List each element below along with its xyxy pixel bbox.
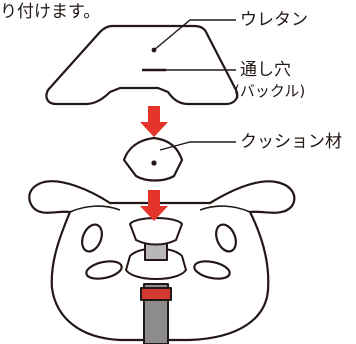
- cushion-material-dot: [151, 160, 157, 166]
- leader-urethane: [153, 19, 236, 51]
- leader-cushion-material: [159, 141, 236, 151]
- left-slot-lower: [85, 260, 123, 280]
- label-through-hole: 通し穴: [240, 60, 291, 80]
- seat-inner-ridge: [69, 205, 251, 213]
- label-cushion-material: クッション材: [240, 132, 342, 152]
- label-through-hole-sub: (バックル): [234, 82, 306, 100]
- arrow-down-upper: [140, 106, 168, 137]
- intro-text: り付けます。: [0, 2, 101, 22]
- left-slot-upper: [81, 223, 103, 253]
- urethane-panel: [45, 24, 239, 106]
- cushion-material: [122, 136, 184, 182]
- label-urethane: ウレタン: [240, 10, 308, 30]
- buckle-strap-ring: [140, 287, 172, 301]
- cushion-material-outline: [122, 136, 184, 182]
- right-slot-upper: [215, 223, 237, 253]
- right-slot-lower: [193, 260, 231, 280]
- buckle-tongue: [129, 217, 183, 246]
- buckle: [125, 217, 187, 344]
- arrow-down-lower: [140, 190, 168, 221]
- urethane-panel-outline: [45, 24, 239, 106]
- leader-lines: [153, 19, 236, 151]
